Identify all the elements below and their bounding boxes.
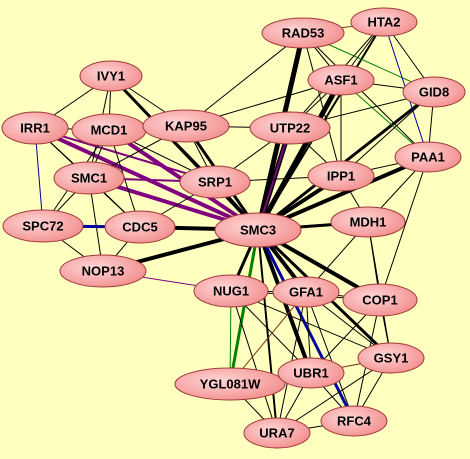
edge-nug1-ura7: [230, 290, 278, 434]
node-ellipse: [249, 111, 331, 145]
node-cdc5[interactable]: CDC5: [104, 210, 176, 244]
node-ygl081w[interactable]: YGL081W: [174, 367, 286, 401]
node-label: MDH1: [350, 215, 387, 230]
node-mdh1[interactable]: MDH1: [330, 206, 406, 238]
node-label: GSY1: [374, 351, 409, 366]
node-label: ASF1: [324, 73, 357, 88]
edge-paa1-cop1: [379, 156, 429, 301]
node-ellipse: [394, 141, 462, 173]
node-gid8[interactable]: GID8: [402, 76, 466, 108]
node-rad53[interactable]: RAD53: [261, 17, 345, 49]
node-ellipse: [2, 209, 84, 243]
node-label: SMC1: [71, 171, 107, 186]
node-hta2[interactable]: HTA2: [350, 7, 418, 37]
node-label: IPP1: [327, 169, 355, 184]
node-srp1[interactable]: SRP1: [179, 165, 251, 199]
node-label: UBR1: [293, 366, 328, 381]
edge-gfa1-rfc4: [305, 291, 355, 422]
node-label: URA7: [259, 426, 294, 441]
edge-gid8-ipp1: [340, 91, 435, 177]
node-smc3[interactable]: SMC3: [214, 212, 302, 248]
node-ellipse: [261, 17, 345, 49]
node-ellipse: [104, 210, 176, 244]
edge-rad53-kap95: [185, 32, 304, 127]
node-ellipse: [53, 161, 125, 195]
node-mcd1[interactable]: MCD1: [71, 113, 147, 147]
node-ellipse: [59, 254, 147, 288]
node-spc72[interactable]: SPC72: [2, 209, 84, 243]
node-ellipse: [193, 274, 269, 308]
node-paa1[interactable]: PAA1: [394, 141, 462, 173]
node-gfa1[interactable]: GFA1: [272, 276, 340, 308]
node-ellipse: [179, 165, 251, 199]
node-ivy1[interactable]: IVY1: [79, 60, 143, 92]
node-nug1[interactable]: NUG1: [193, 274, 269, 308]
node-label: HTA2: [368, 15, 401, 30]
edge-irr1-srp1: [34, 127, 216, 183]
node-asf1[interactable]: ASF1: [307, 64, 375, 96]
node-ellipse: [142, 109, 230, 143]
node-ellipse: [320, 405, 388, 437]
node-ellipse: [307, 160, 375, 192]
edge-smc3-ygl081w: [228, 228, 260, 386]
node-ellipse: [272, 276, 340, 308]
node-label: COP1: [362, 293, 397, 308]
node-label: GID8: [419, 85, 449, 100]
node-ellipse: [402, 76, 466, 108]
node-irr1[interactable]: IRR1: [1, 111, 69, 145]
edge-smc3-rfc4: [256, 228, 356, 423]
node-ipp1[interactable]: IPP1: [307, 160, 375, 192]
node-ellipse: [174, 367, 286, 401]
node-label: NOP13: [82, 264, 125, 279]
edge-smc3-asf1: [255, 77, 344, 233]
node-label: IVY1: [97, 69, 125, 84]
node-label: RFC4: [337, 414, 372, 429]
node-utp22[interactable]: UTP22: [249, 111, 331, 145]
node-label: MCD1: [91, 123, 128, 138]
node-label: KAP95: [165, 119, 207, 134]
node-label: IRR1: [20, 121, 50, 136]
node-label: NUG1: [213, 284, 249, 299]
edge-rad53-paa1: [302, 32, 429, 158]
node-ellipse: [79, 60, 143, 92]
node-ellipse: [1, 111, 69, 145]
node-ellipse: [307, 64, 375, 96]
node-ellipse: [277, 357, 345, 389]
node-rfc4[interactable]: RFC4: [320, 405, 388, 437]
node-label: YGL081W: [200, 377, 261, 392]
node-label: CDC5: [122, 220, 157, 235]
node-label: GFA1: [289, 285, 323, 300]
node-label: UTP22: [270, 121, 310, 136]
node-label: SPC72: [22, 219, 63, 234]
node-cop1[interactable]: COP1: [342, 283, 418, 317]
node-smc1[interactable]: SMC1: [53, 161, 125, 195]
node-ellipse: [357, 342, 425, 374]
node-label: PAA1: [411, 150, 445, 165]
node-nop13[interactable]: NOP13: [59, 254, 147, 288]
node-kap95[interactable]: KAP95: [142, 109, 230, 143]
node-label: SMC3: [240, 223, 276, 238]
node-gsy1[interactable]: GSY1: [357, 342, 425, 374]
node-ellipse: [342, 283, 418, 317]
edge-smc3-ura7: [257, 229, 278, 434]
node-ellipse: [243, 417, 311, 449]
node-ellipse: [350, 7, 418, 37]
node-ubr1[interactable]: UBR1: [277, 357, 345, 389]
node-ura7[interactable]: URA7: [243, 417, 311, 449]
edge-rad53-ipp1: [302, 32, 342, 177]
node-ellipse: [330, 206, 406, 238]
node-label: RAD53: [282, 26, 325, 41]
node-ellipse: [214, 212, 302, 248]
node-label: SRP1: [198, 175, 232, 190]
